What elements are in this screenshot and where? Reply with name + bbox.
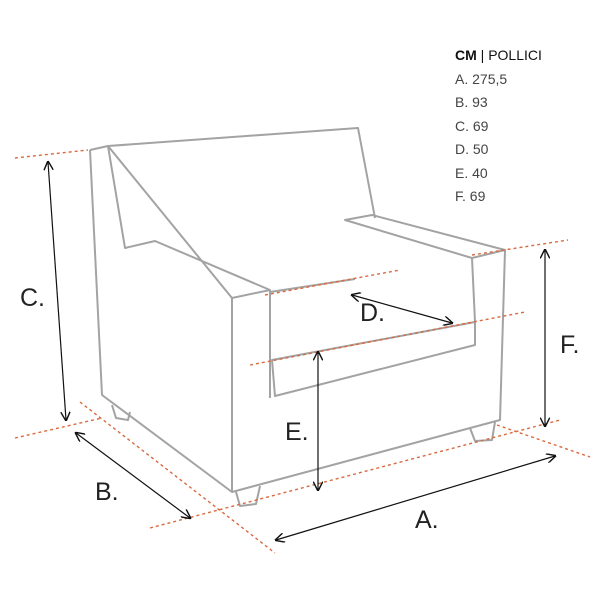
dimensions-legend: CM | POLLICI A. 275,5 B. 93 C. 69 D. 50 … [455, 44, 542, 209]
label-e: E. [285, 418, 309, 446]
arrow-d [352, 295, 452, 323]
arrow-c [48, 162, 66, 420]
legend-item-a: A. 275,5 [455, 70, 508, 87]
label-a: A. [415, 506, 439, 534]
legend-item-b: B. 93 [455, 94, 488, 110]
arrow-b [76, 433, 190, 518]
unit-inches-button[interactable]: POLLICI [488, 47, 542, 63]
arrow-a [276, 456, 555, 540]
unit-toggle: CM | POLLICI [455, 44, 542, 68]
label-c: C. [20, 284, 45, 312]
unit-cm-button[interactable]: CM [455, 47, 477, 63]
legend-item-c: C. 69 [455, 117, 489, 134]
unit-separator: | [480, 47, 485, 63]
legend-item-e: E. 40 [455, 164, 488, 181]
legend-item-f: F. 69 [455, 188, 486, 204]
label-f: F. [560, 331, 580, 359]
armchair-outline [89, 127, 506, 507]
legend-item-d: D. 50 [455, 141, 489, 157]
label-d: D. [360, 299, 385, 327]
label-b: B. [95, 478, 119, 506]
dimension-arrows [48, 162, 555, 540]
